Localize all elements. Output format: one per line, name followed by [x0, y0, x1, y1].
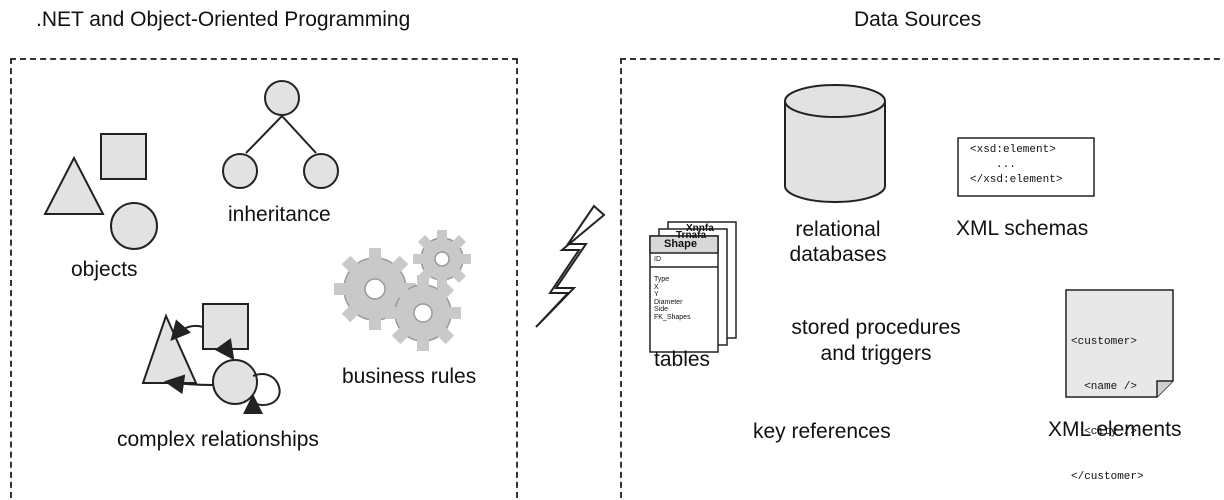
- circle-shape: [110, 202, 158, 250]
- table-field: Type: [654, 276, 670, 283]
- right-panel-title: Data Sources: [854, 8, 982, 31]
- xml-schemas-label: XML schemas: [956, 217, 1089, 240]
- tables-stack-icon: [649, 221, 737, 353]
- square-shape: [100, 133, 147, 180]
- xsd-snippet: <xsd:element> ... </xsd:element>: [970, 143, 1062, 188]
- stored-procedures-line: and triggers: [820, 342, 932, 365]
- relational-databases-line: databases: [789, 243, 887, 266]
- xsd-snippet-box: [957, 137, 1095, 197]
- complex-relationships-label: complex relationships: [117, 428, 319, 451]
- objects-shapes: [43, 133, 158, 250]
- stored-procedures-line: stored procedures: [791, 316, 961, 339]
- inheritance-label: inheritance: [228, 203, 331, 226]
- xsd-line: </xsd:element>: [970, 174, 1063, 186]
- gears-icon: [334, 230, 471, 351]
- diagram-canvas: [43, 80, 1174, 415]
- table-back-title-1: Xnnfa: [686, 223, 714, 234]
- xml-line: <name />: [1071, 381, 1138, 393]
- table-field: Side: [654, 306, 669, 313]
- right-panel-border: [620, 58, 1224, 498]
- table-field: Y: [654, 291, 659, 298]
- table-field: FK_Shapes: [654, 313, 691, 321]
- xml-line: </customer>: [1071, 471, 1144, 483]
- table-field: Diameter: [654, 298, 683, 306]
- xml-line: <city />: [1071, 426, 1138, 438]
- relationships-diagram: [141, 303, 281, 415]
- key-references-label: key references: [753, 420, 891, 443]
- table-fields: Type X Y Diameter Side FK_Shapes: [654, 276, 691, 321]
- relational-databases-line: relational: [795, 218, 881, 241]
- relational-databases-label: relational databases: [784, 217, 892, 267]
- business-rules-label: business rules: [342, 365, 477, 388]
- xml-snippet: <customer> <name /> <city /> </customer>: [1071, 305, 1144, 500]
- table-key-field: ID: [654, 256, 661, 263]
- inheritance-tree: [222, 80, 339, 189]
- tables-label: tables: [654, 348, 711, 371]
- table-back-title-2: Trnafa: [676, 230, 707, 241]
- stored-procedures-label: stored procedures and triggers: [773, 315, 979, 367]
- database-cylinder-icon: [784, 84, 886, 203]
- xml-elements-label: XML elements: [1048, 418, 1182, 441]
- left-panel-border: [10, 58, 518, 498]
- xml-line: <customer>: [1071, 336, 1138, 348]
- table-field: X: [654, 283, 659, 291]
- xml-document-icon: [1065, 289, 1174, 398]
- objects-label: objects: [71, 258, 138, 281]
- triangle-shape: [43, 155, 105, 215]
- left-panel-title: .NET and Object-Oriented Programming: [36, 8, 411, 31]
- table-title: Shape: [664, 238, 698, 250]
- xsd-line: <xsd:element>: [970, 144, 1056, 156]
- xsd-line: ...: [996, 159, 1016, 171]
- lightning-bolt-icon: [535, 204, 606, 328]
